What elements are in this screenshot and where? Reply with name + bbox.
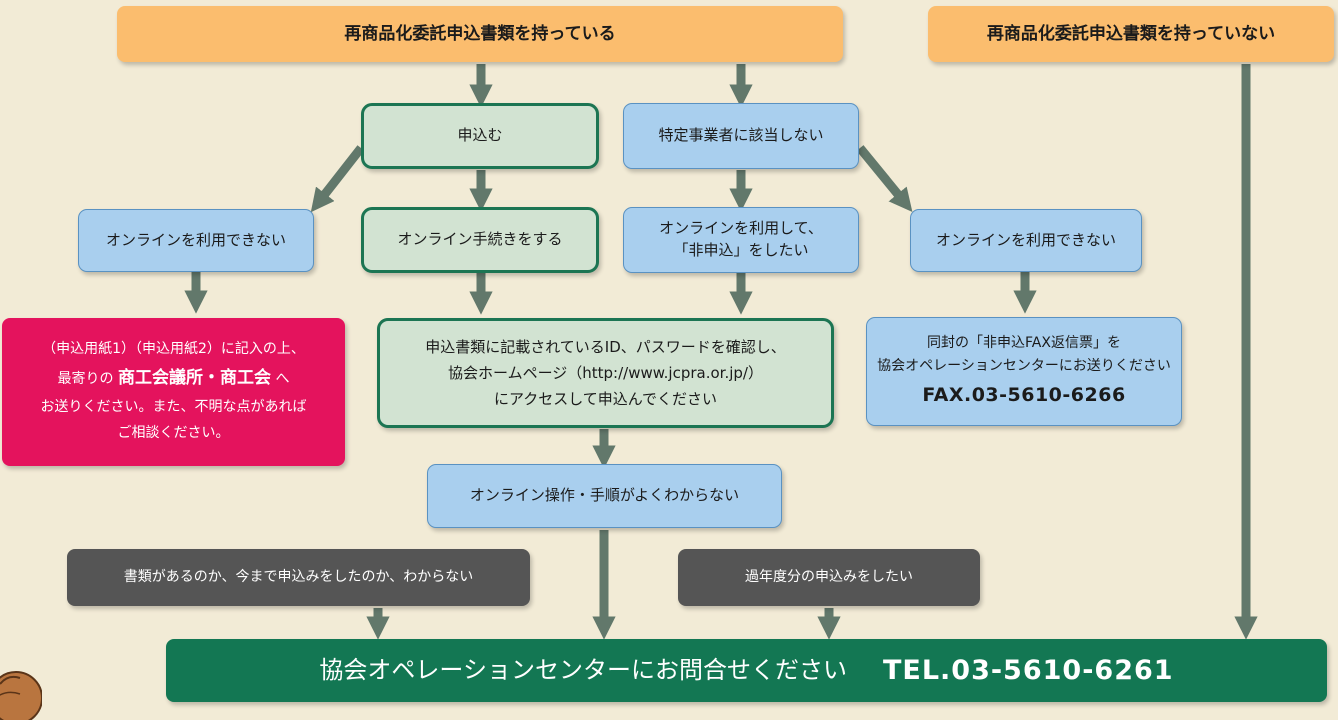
- paper-submit-line2-pre: 最寄りの: [57, 371, 114, 388]
- arrow-not-applicable-to-online-unavailable: [856, 145, 913, 213]
- non-apply-online-line1: オンラインを利用して、: [659, 219, 823, 238]
- no-forms-label: 再商品化委託申込書類を持っていない: [986, 23, 1276, 44]
- past-years-label: 過年度分の申込みをしたい: [745, 569, 913, 586]
- paper-submit-line4: ご相談ください。: [117, 424, 230, 441]
- mascot-illustration: [0, 671, 42, 720]
- online-access-box: 申込書類に記載されているID、パスワードを確認し、 協会ホームページ（http:…: [377, 318, 834, 428]
- paper-submit-box: （申込用紙1）（申込用紙2）に記入の上、 最寄りの 商工会議所・商工会 へ お送…: [2, 318, 345, 466]
- apply-box: 申込む: [361, 103, 599, 169]
- fax-number: FAX.03-5610-6266: [922, 384, 1126, 407]
- final-contact-box: 協会オペレーションセンターにお問合せください TEL.03-5610-6261: [166, 639, 1327, 702]
- online-unavailable-right-label: オンラインを利用できない: [935, 230, 1116, 249]
- arrow-apply-to-online-unavailable: [310, 145, 365, 213]
- paper-submit-line3: お送りください。また、不明な点があれば: [40, 398, 307, 415]
- online-access-line3: にアクセスして申込んでください: [493, 390, 718, 409]
- final-message: 協会オペレーションセンターにお問合せください: [319, 656, 847, 685]
- not-applicable-box: 特定事業者に該当しない: [623, 103, 859, 169]
- online-unavailable-left-box: オンラインを利用できない: [78, 209, 314, 272]
- final-tel: TEL.03-5610-6261: [882, 654, 1174, 686]
- past-years-box: 過年度分の申込みをしたい: [678, 549, 980, 606]
- has-forms-label: 再商品化委託申込書類を持っている: [344, 23, 616, 44]
- fax-return-line2: 協会オペレーションセンターにお送りください: [877, 358, 1171, 375]
- online-unavailable-right-box: オンラインを利用できない: [910, 209, 1142, 272]
- apply-label: 申込む: [457, 126, 503, 145]
- fax-return-line1: 同封の「非申込FAX返信票」を: [927, 334, 1121, 351]
- non-apply-online-box: オンラインを利用して、 「非申込」をしたい: [623, 207, 859, 273]
- chamber-of-commerce: 商工会議所・商工会: [118, 368, 271, 389]
- has-forms-header: 再商品化委託申込書類を持っている: [117, 6, 843, 62]
- unknown-status-label: 書類があるのか、今まで申込みをしたのか、わからない: [123, 569, 474, 586]
- paper-submit-line2: 最寄りの 商工会議所・商工会 へ: [58, 363, 290, 394]
- online-procedure-label: オンライン手続きをする: [397, 230, 563, 249]
- fax-return-box: 同封の「非申込FAX返信票」を 協会オペレーションセンターにお送りください FA…: [866, 317, 1182, 426]
- online-unclear-box: オンライン操作・手順がよくわからない: [427, 464, 782, 528]
- unknown-status-box: 書類があるのか、今まで申込みをしたのか、わからない: [67, 549, 530, 606]
- not-applicable-label: 特定事業者に該当しない: [658, 126, 824, 145]
- paper-submit-line1: （申込用紙1）（申込用紙2）に記入の上、: [42, 341, 305, 358]
- paper-submit-line2-post: へ: [275, 371, 290, 388]
- online-access-line2: 協会ホームページ（http://www.jcpra.or.jp/）: [448, 363, 763, 382]
- online-unavailable-left-label: オンラインを利用できない: [105, 230, 286, 249]
- online-procedure-box: オンライン手続きをする: [361, 207, 599, 273]
- non-apply-online-line2: 「非申込」をしたい: [673, 241, 809, 259]
- online-unclear-label: オンライン操作・手順がよくわからない: [469, 486, 740, 505]
- online-access-line1: 申込書類に記載されているID、パスワードを確認し、: [425, 337, 786, 356]
- no-forms-header: 再商品化委託申込書類を持っていない: [928, 6, 1334, 62]
